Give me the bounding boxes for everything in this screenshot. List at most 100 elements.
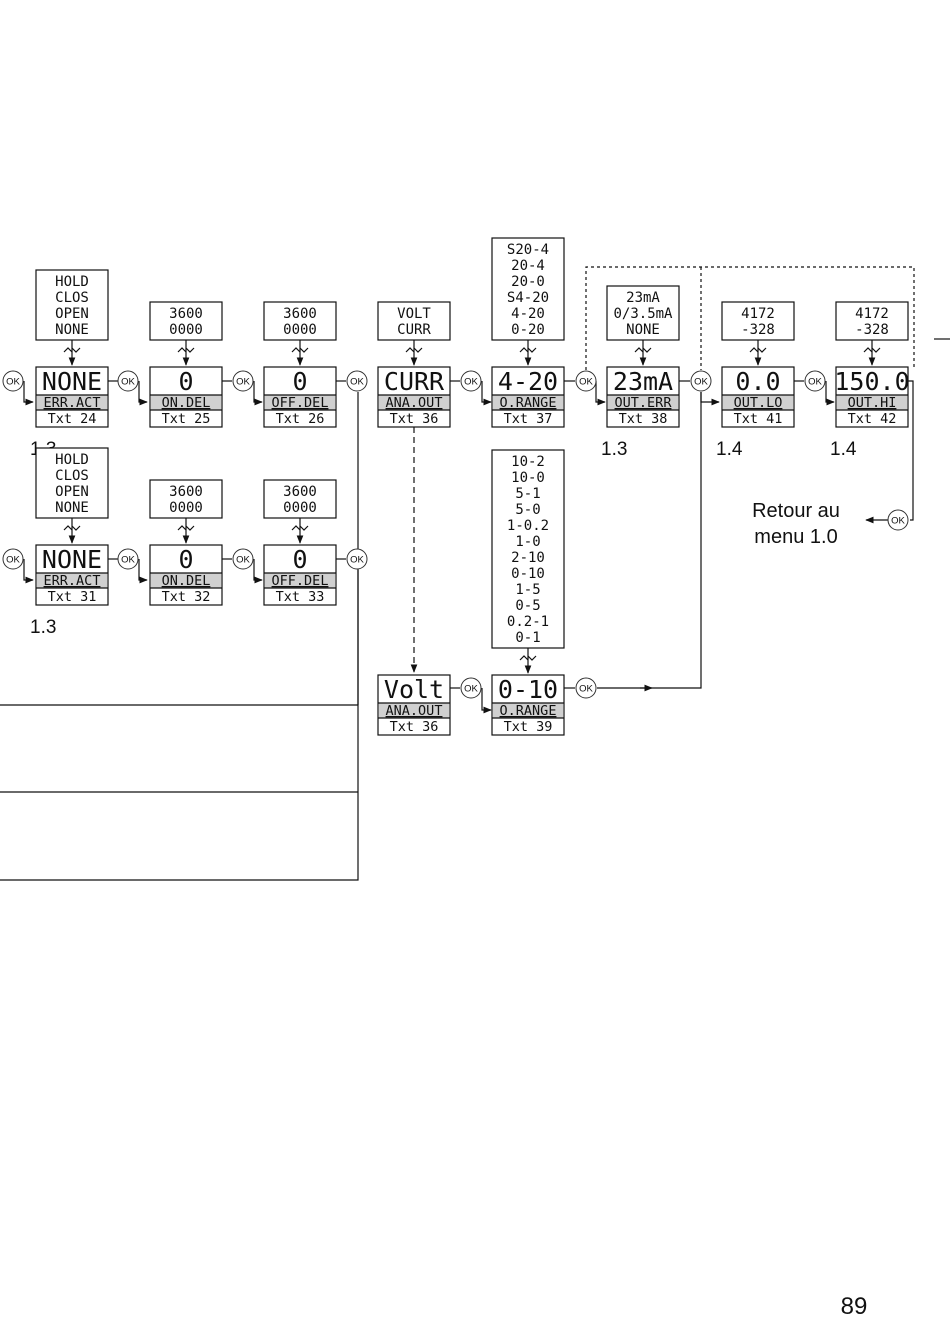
option-text: 4-20 bbox=[511, 306, 545, 322]
options-box bbox=[263, 479, 337, 519]
page-number: 89 bbox=[841, 1293, 868, 1320]
up-down-arrows-icon bbox=[63, 525, 81, 531]
ok-button[interactable]: OK bbox=[887, 509, 909, 531]
parameter-label: ANA.OUT bbox=[386, 395, 443, 411]
options-box bbox=[35, 269, 109, 341]
option-text: CLOS bbox=[55, 290, 89, 306]
display-value: NONE bbox=[42, 545, 102, 574]
option-text: CURR bbox=[397, 322, 431, 338]
option-text: 0-20 bbox=[511, 322, 545, 338]
option-text: NONE bbox=[55, 500, 89, 516]
parameter-label: ON.DEL bbox=[162, 573, 211, 589]
option-text: NONE bbox=[626, 322, 660, 338]
parameter-label: OUT.LO bbox=[734, 395, 783, 411]
option-text: OPEN bbox=[55, 484, 89, 500]
text-number: Txt 41 bbox=[734, 411, 783, 427]
options-box bbox=[35, 447, 109, 519]
text-number: Txt 39 bbox=[504, 719, 553, 735]
display-value: 0 bbox=[292, 545, 307, 574]
option-text: 4172 bbox=[855, 306, 889, 322]
parameter-label: O.RANGE bbox=[500, 395, 557, 411]
ok-button[interactable]: OK bbox=[346, 370, 368, 392]
ok-label: OK bbox=[464, 684, 478, 695]
ok-button[interactable]: OK bbox=[575, 370, 597, 392]
options-box bbox=[149, 301, 223, 341]
option-text: OPEN bbox=[55, 306, 89, 322]
ok-button[interactable]: OK bbox=[232, 548, 254, 570]
ok-button[interactable]: OK bbox=[232, 370, 254, 392]
option-text: 0.2-1 bbox=[507, 614, 549, 630]
text-number: Txt 25 bbox=[162, 411, 211, 427]
up-down-arrows-icon bbox=[519, 655, 537, 661]
option-text: S20-4 bbox=[507, 242, 549, 258]
option-text: 0-1 bbox=[515, 630, 540, 646]
up-down-arrows-icon bbox=[291, 525, 309, 531]
text-number: Txt 38 bbox=[619, 411, 668, 427]
ok-label: OK bbox=[6, 555, 20, 566]
option-text: -328 bbox=[741, 322, 775, 338]
ok-label: OK bbox=[694, 377, 708, 388]
ok-button[interactable]: OK bbox=[2, 370, 24, 392]
ok-button[interactable]: OK bbox=[2, 548, 24, 570]
ok-button[interactable]: OK bbox=[575, 677, 597, 699]
ok-button[interactable]: OK bbox=[690, 370, 712, 392]
text-number: Txt 32 bbox=[162, 589, 211, 605]
text-number: Txt 42 bbox=[848, 411, 897, 427]
up-down-arrows-icon bbox=[405, 347, 423, 353]
up-down-arrows-icon bbox=[177, 525, 195, 531]
ok-label: OK bbox=[579, 684, 593, 695]
options-box bbox=[491, 449, 565, 649]
option-text: 20-4 bbox=[511, 258, 545, 274]
display-value: 0.0 bbox=[735, 367, 780, 396]
display-value: 0 bbox=[178, 545, 193, 574]
up-down-arrows-icon bbox=[519, 347, 537, 353]
ok-label: OK bbox=[236, 377, 250, 388]
option-text: S4-20 bbox=[507, 290, 549, 306]
ok-button[interactable]: OK bbox=[346, 548, 368, 570]
ok-label: OK bbox=[350, 555, 364, 566]
ok-button[interactable]: OK bbox=[117, 548, 139, 570]
up-down-arrows-icon bbox=[291, 347, 309, 353]
option-text: 10-2 bbox=[511, 454, 545, 470]
ok-button[interactable]: OK bbox=[117, 370, 139, 392]
option-text: 4172 bbox=[741, 306, 775, 322]
option-text: 3600 bbox=[169, 484, 203, 500]
label-band bbox=[379, 395, 449, 410]
parameter-label: OFF.DEL bbox=[272, 573, 329, 589]
option-text: NONE bbox=[55, 322, 89, 338]
up-down-arrows-icon bbox=[63, 347, 81, 353]
text-number: Txt 33 bbox=[276, 589, 325, 605]
ok-button[interactable]: OK bbox=[804, 370, 826, 392]
label-band bbox=[493, 703, 563, 718]
options-box bbox=[721, 301, 795, 341]
connector-lines bbox=[0, 266, 950, 881]
up-down-arrows-icon bbox=[863, 347, 881, 353]
label-band bbox=[493, 395, 563, 410]
option-text: 3600 bbox=[283, 484, 317, 500]
option-text: 5-1 bbox=[515, 486, 540, 502]
label-band bbox=[37, 573, 107, 588]
ok-label: OK bbox=[808, 377, 822, 388]
options-box bbox=[377, 301, 451, 341]
ok-label: OK bbox=[464, 377, 478, 388]
label-band bbox=[37, 395, 107, 410]
options-box bbox=[149, 479, 223, 519]
option-text: -328 bbox=[855, 322, 889, 338]
ok-button[interactable]: OK bbox=[460, 677, 482, 699]
section-ref: 1.4 bbox=[716, 439, 743, 460]
label-band bbox=[151, 395, 221, 410]
label-band bbox=[265, 395, 335, 410]
display-value: Volt bbox=[384, 675, 444, 704]
ok-button[interactable]: OK bbox=[460, 370, 482, 392]
section-ref: 1.4 bbox=[830, 439, 857, 460]
parameter-label: OUT.HI bbox=[848, 395, 897, 411]
parameter-label: ON.DEL bbox=[162, 395, 211, 411]
menu-node-o_range_39: 10-210-05-15-01-0.21-02-100-101-50-50.2-… bbox=[491, 449, 565, 736]
